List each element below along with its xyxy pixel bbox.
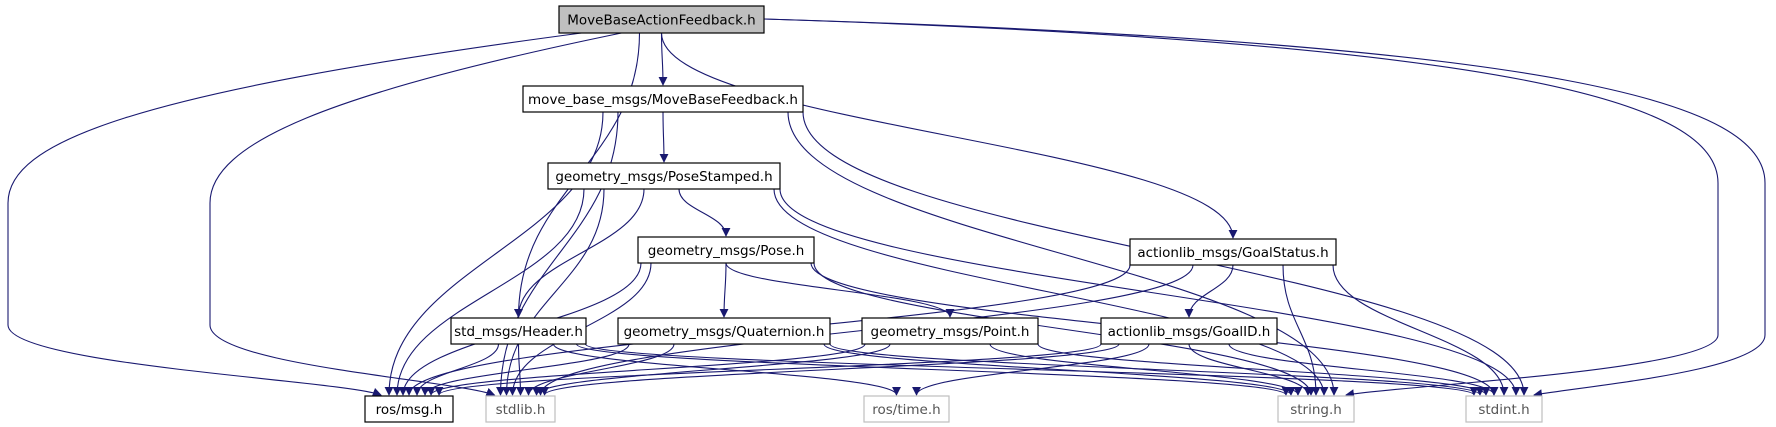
node-box-stdlib [485,395,556,423]
edge-root-to-gs [660,32,1238,239]
node-label-string: string.h [1290,402,1342,418]
node-rosmsg[interactable]: ros/msg.h [364,395,454,423]
node-box-root [558,5,765,34]
node-stdint: stdint.h [1465,395,1543,423]
edge-pt-to-stdint [1037,343,1491,396]
node-box-gs [1129,238,1337,266]
nodes-layer: MoveBaseActionFeedback.h move_base_msgs/M… [364,5,1543,423]
node-quat[interactable]: geometry_msgs/Quaternion.h [617,317,831,345]
edge-gid-to-stdint [1228,343,1499,396]
edges-layer [7,18,1766,399]
edge-hdr-to-rosmsg [412,343,500,396]
node-box-hdr [450,317,587,345]
edge-pose-to-quat [719,262,729,318]
edge-ps-to-string [773,188,1329,396]
node-ps[interactable]: geometry_msgs/PoseStamped.h [547,162,781,190]
edge-mbf-to-ps [659,111,669,163]
node-box-string [1277,395,1355,423]
edge-pt-to-stdlib [532,343,891,396]
edge-pose-to-string [813,262,1316,396]
edge-quat-to-string [823,343,1296,396]
node-box-mbf [522,85,804,113]
edge-mbf-to-rosmsg [384,111,604,396]
edge-pose-to-pt [725,262,955,318]
edge-pt-to-rosmsg [426,343,866,396]
edge-ps-to-pose [678,188,731,237]
edge-hdr-to-rostime [552,343,901,396]
edge-gid-to-stdlib [540,343,1120,396]
node-mbf[interactable]: move_base_msgs/MoveBaseFeedback.h [522,85,804,113]
node-label-quat: geometry_msgs/Quaternion.h [624,324,825,340]
node-label-stdlib: stdlib.h [496,402,546,418]
node-box-rostime [863,395,950,423]
edge-root-to-mbf [658,32,668,86]
edge-mbf-to-stdlib [496,111,619,396]
node-pt[interactable]: geometry_msgs/Point.h [861,317,1039,345]
edge-root-to-stdint [763,18,1766,399]
edge-gid-to-rosmsg [434,343,1102,396]
edge-hdr-to-stdlib [515,343,525,396]
edge-ps-to-stdint [779,188,1521,396]
node-box-ps [547,162,781,190]
node-label-hdr: std_msgs/Header.h [454,324,583,340]
edge-root-to-string [763,18,1719,399]
node-label-gs: actionlib_msgs/GoalStatus.h [1137,245,1328,261]
edge-hdr-to-string [575,343,1291,396]
node-label-mbf: move_base_msgs/MoveBaseFeedback.h [528,92,798,108]
node-root[interactable]: MoveBaseActionFeedback.h [558,5,765,34]
node-label-rosmsg: ros/msg.h [376,402,443,418]
edge-ps-to-stdlib [502,188,605,396]
edge-gs-to-gid [1184,264,1234,318]
node-label-rostime: ros/time.h [872,402,940,418]
node-label-stdint: stdint.h [1478,402,1529,418]
edge-gid-to-rostime [912,343,1150,396]
edge-root-to-rosmsg [7,32,582,397]
node-label-pt: geometry_msgs/Point.h [871,324,1030,340]
node-rostime: ros/time.h [863,395,950,423]
node-string: string.h [1277,395,1355,423]
node-box-gid [1100,317,1278,345]
edge-gid-to-string [1188,343,1313,396]
edge-quat-to-stdint [829,343,1485,396]
edge-pt-to-string [989,343,1303,396]
node-box-pt [861,317,1039,345]
edge-ps-to-hdr [514,188,645,318]
node-gs[interactable]: actionlib_msgs/GoalStatus.h [1129,238,1337,266]
node-box-pose [637,236,815,264]
edge-root-to-stdlib [209,32,622,397]
node-label-root: MoveBaseActionFeedback.h [567,13,756,29]
node-box-stdint [1465,395,1543,423]
node-label-ps: geometry_msgs/PoseStamped.h [555,169,772,185]
node-box-rosmsg [364,395,454,423]
node-pose[interactable]: geometry_msgs/Pose.h [637,236,815,264]
node-stdlib: stdlib.h [485,395,556,423]
node-hdr[interactable]: std_msgs/Header.h [450,317,587,345]
edge-ps-to-rosmsg [392,188,585,396]
node-gid[interactable]: actionlib_msgs/GoalID.h [1100,317,1278,345]
edge-gs-to-stdint [1332,264,1509,396]
node-label-gid: actionlib_msgs/GoalID.h [1108,324,1271,340]
node-label-pose: geometry_msgs/Pose.h [648,243,805,259]
node-box-quat [617,317,831,345]
